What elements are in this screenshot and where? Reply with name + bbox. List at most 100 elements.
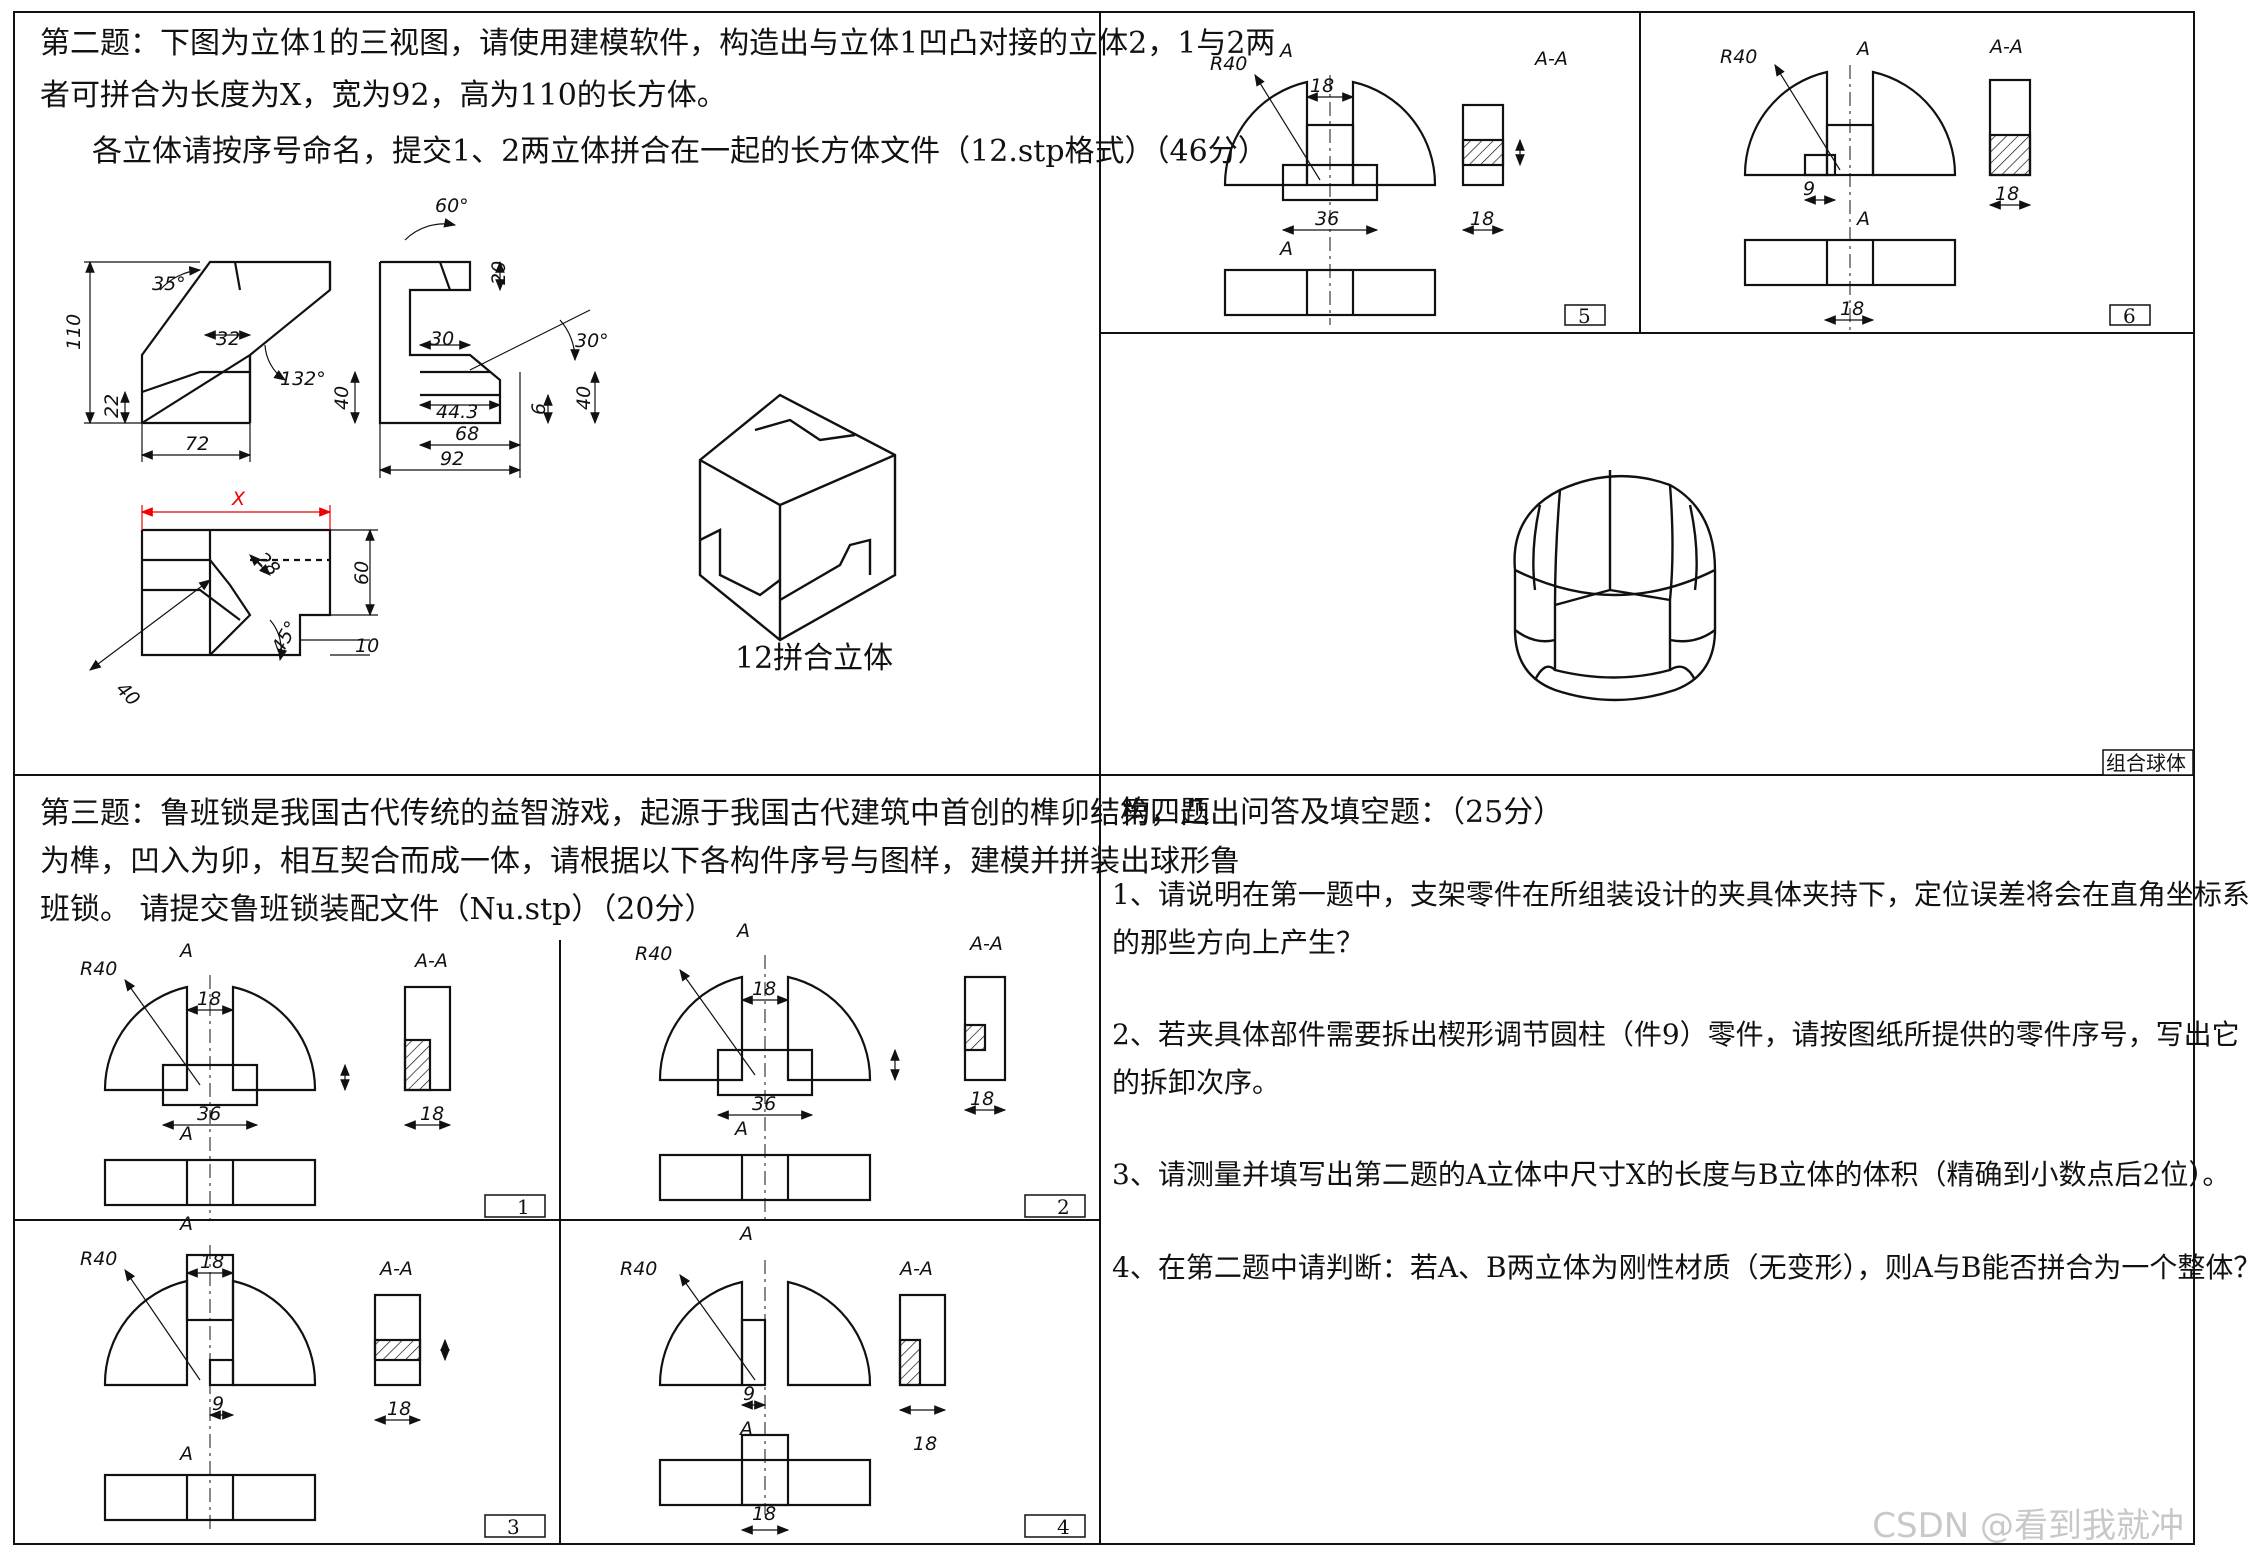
part-1-number: 1 <box>517 1195 530 1219</box>
part-6-number: 6 <box>2123 304 2136 328</box>
part-4-aa: A-A <box>898 1258 933 1280</box>
q2-line-2: 者可拼合为长度为X，宽为92，高为110的长方体。 <box>40 78 727 113</box>
dim-68: 68 <box>455 423 479 445</box>
part-2-r40: R40 <box>635 943 672 965</box>
part-6-aa: A-A <box>1988 36 2023 58</box>
part-4-a2: A <box>738 1418 753 1440</box>
dim-30: 30 <box>430 328 454 350</box>
part-4-drawing: R40 9 18 A A A-A 18 4 <box>620 1223 1086 1539</box>
q3-line-3: 班锁。 请提交鲁班锁装配文件（Nu.stp）（20分） <box>40 892 715 927</box>
part-6-d18b: 18 <box>1995 183 2019 205</box>
part-4-d18: 18 <box>752 1503 776 1525</box>
dim-60: 60 <box>351 561 373 585</box>
dim-44-3: 44.3 <box>436 401 478 423</box>
part-2-aa: A-A <box>968 933 1003 955</box>
part-3-d9: 9 <box>212 1393 224 1415</box>
q2-isometric-caption: 12拼合立体 <box>735 641 893 676</box>
part-1-d18: 18 <box>197 988 221 1010</box>
dim-132deg: 132° <box>280 368 326 390</box>
dim-35deg: 35° <box>152 273 186 295</box>
q4-question-2a: 2、若夹具体部件需要拆出楔形调节圆柱（件9）零件，请按图纸所提供的零件序号，写出… <box>1112 1018 2240 1051</box>
part-1-aa: A-A <box>413 950 448 972</box>
part-5-a: A <box>1278 40 1293 62</box>
q4-question-2b: 的拆卸次序。 <box>1112 1066 1281 1099</box>
part-1-d36: 36 <box>197 1103 221 1125</box>
dim-110: 110 <box>63 314 85 350</box>
part-3-number: 3 <box>507 1515 520 1539</box>
part-2-drawing: R40 18 36 A A A-A 18 2 <box>635 920 1086 1220</box>
part-5-aa: A-A <box>1533 48 1568 70</box>
part-2-number: 2 <box>1057 1195 1070 1219</box>
q2-top-dims <box>89 505 378 671</box>
q3-line-2: 为榫，凹入为卯，相互契合而成一体，请根据以下各构件序号与图样，建模并拼装出球形鲁 <box>40 844 1240 879</box>
sheet-frame <box>13 11 2195 1545</box>
q2-top-view <box>140 528 332 657</box>
dim-6: 6 <box>528 403 550 415</box>
part-1-a: A <box>178 940 193 962</box>
part-6-r40: R40 <box>1720 46 1757 68</box>
drawing-sheet: 110 35° 32 132° 22 72 60° 20 30 30° 40 6… <box>13 11 2195 1545</box>
part-4-d9: 9 <box>743 1383 755 1405</box>
part-4-d18b: 18 <box>913 1433 937 1455</box>
dim-92: 92 <box>440 448 464 470</box>
part-2-d18: 18 <box>752 978 776 1000</box>
combined-ball-caption: 组合球体 <box>2106 751 2186 775</box>
part-6-drawing: R40 9 18 A A A-A 18 6 <box>1720 36 2151 335</box>
dim-60deg: 60° <box>435 195 469 217</box>
dim-22: 22 <box>101 394 123 418</box>
dim-40c: 40 <box>111 678 144 711</box>
part-4-a: A <box>738 1223 753 1245</box>
dim-32: 32 <box>216 328 240 350</box>
part-6-d9: 9 <box>1803 178 1815 200</box>
watermark: CSDN @看到我就冲 <box>1872 1506 2184 1546</box>
q2-isometric-solid <box>698 393 897 642</box>
part-1-r40: R40 <box>80 958 117 980</box>
part-2-a: A <box>735 920 750 942</box>
dim-30deg: 30° <box>575 330 609 352</box>
dim-10: 10 <box>355 635 379 657</box>
part-3-a2: A <box>178 1443 193 1465</box>
part-6-d18: 18 <box>1840 298 1864 320</box>
q4-question-4: 4、在第二题中请判断：若A、B两立体为刚性材质（无变形），则A与B能否拼合为一个… <box>1112 1251 2261 1284</box>
dim-20: 20 <box>488 261 510 285</box>
part-1-a2: A <box>178 1123 193 1145</box>
q2-front-dims <box>84 260 286 462</box>
q2-front-view <box>140 260 332 425</box>
q3-line-1: 第三题：鲁班锁是我国古代传统的益智游戏，起源于我国古代建筑中首创的榫卯结构，凸出 <box>40 796 1240 831</box>
part-2-d36: 36 <box>752 1093 776 1115</box>
part-3-a: A <box>178 1213 193 1235</box>
dim-72: 72 <box>185 433 209 455</box>
q4-title: 第四题 问答及填空题：（25分） <box>1120 795 1564 830</box>
part-1-d18b: 18 <box>420 1103 444 1125</box>
part-3-d18: 18 <box>200 1251 224 1273</box>
dim-x: X <box>231 488 246 510</box>
combined-ball-drawing <box>1513 470 1717 702</box>
q2-side-view <box>378 260 502 425</box>
q4-question-1a: 1、请说明在第一题中，支架零件在所组装设计的夹具体夹持下，定位误差将会在直角坐标… <box>1112 878 2250 911</box>
part-4-r40: R40 <box>620 1258 657 1280</box>
part-2-a2: A <box>733 1118 748 1140</box>
part-5-r40: R40 <box>1210 53 1247 75</box>
part-5-drawing: R40 18 36 A A A-A 18 5 <box>1210 40 1606 328</box>
dim-28: 28 <box>251 548 284 581</box>
part-5-d18b: 18 <box>1470 208 1494 230</box>
part-5-d18: 18 <box>1310 75 1334 97</box>
part-5-d36: 36 <box>1315 208 1339 230</box>
q2-line-3: 各立体请按序号命名，提交1、2两立体拼合在一起的长方体文件（12.stp格式）（… <box>92 134 1268 169</box>
part-6-a: A <box>1855 38 1870 60</box>
part-1-drawing: R40 18 36 A A A-A 18 1 <box>80 940 546 1220</box>
part-2-d18b: 18 <box>970 1088 994 1110</box>
dim-40b: 40 <box>573 386 595 410</box>
part-5-a2: A <box>1278 238 1293 260</box>
part-3-aa: A-A <box>378 1258 413 1280</box>
dim-40a: 40 <box>331 386 353 410</box>
q4-question-1b: 的那些方向上产生？ <box>1112 926 1365 959</box>
part-5-number: 5 <box>1578 304 1591 328</box>
part-3-r40: R40 <box>80 1248 117 1270</box>
part-6-a2: A <box>1855 208 1870 230</box>
part-3-d18b: 18 <box>387 1398 411 1420</box>
q2-side-dims <box>350 218 600 478</box>
q4-question-3: 3、请测量并填写出第二题的A立体中尺寸X的长度与B立体的体积（精确到小数点后2位… <box>1112 1158 2231 1191</box>
part-3-drawing: R40 18 9 A A A-A 18 3 <box>80 1213 546 1539</box>
part-4-number: 4 <box>1057 1515 1070 1539</box>
